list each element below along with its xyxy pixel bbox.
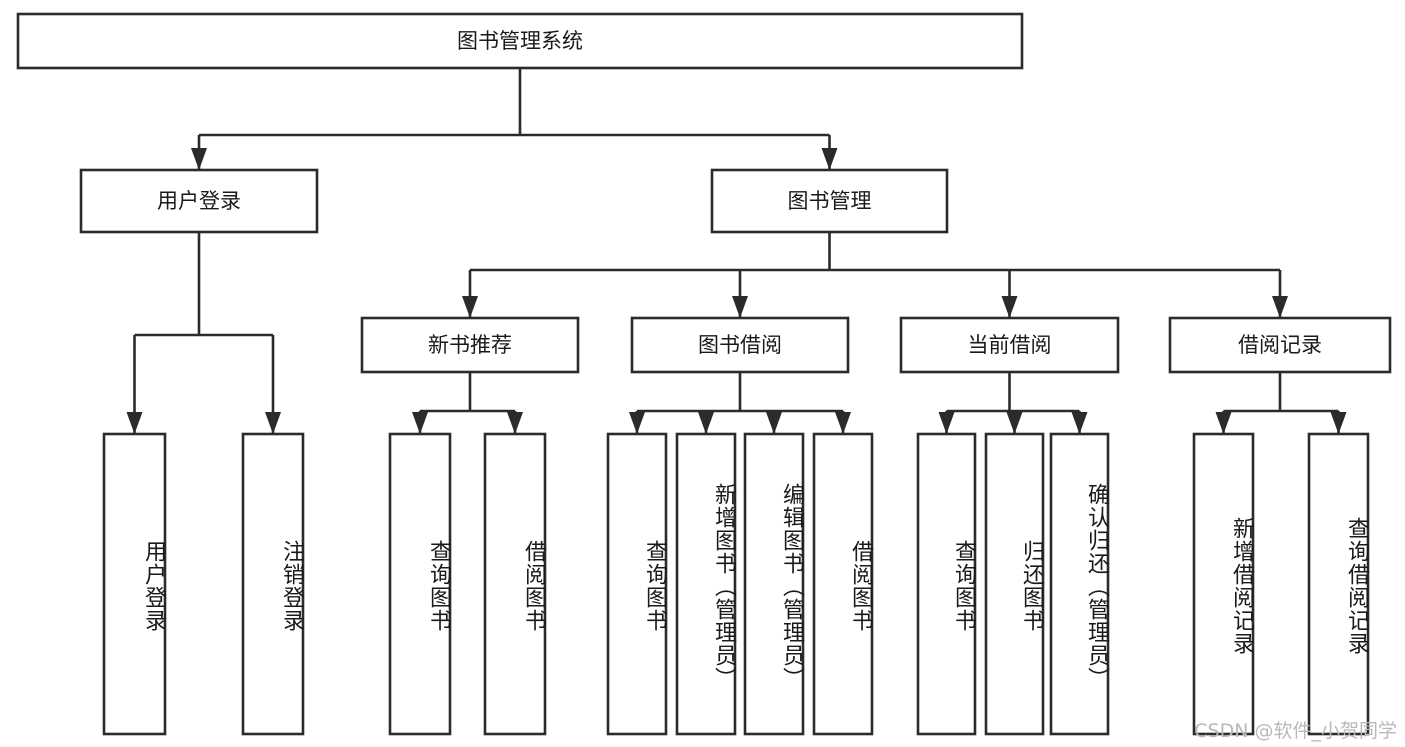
arrow-head-icon [1001, 296, 1018, 318]
node-box-user-login[interactable] [79, 168, 319, 234]
node-label-user-login: 用户登录 [157, 189, 241, 213]
arrow-head-icon [265, 412, 281, 434]
arrow-head-icon [126, 412, 143, 434]
node-box-book-borrow[interactable] [630, 316, 850, 374]
arrow-head-icon [1006, 412, 1023, 434]
node-box-book-manage[interactable] [710, 168, 949, 234]
node-label-root: 图书管理系统 [457, 29, 583, 53]
node-box-leaf-user-login[interactable] [102, 432, 167, 736]
node-label-book-borrow: 图书借阅 [698, 333, 782, 357]
node-box-leaf-add-record[interactable] [1192, 432, 1255, 736]
node-label-new-book-rec: 新书推荐 [428, 333, 512, 357]
node-label-borrow-record: 借阅记录 [1238, 333, 1322, 357]
arrow-head-icon [732, 296, 748, 318]
watermark-text: CSDN @软件_小贺同学 [1194, 720, 1397, 742]
node-label-book-manage: 图书管理 [788, 189, 872, 213]
node-box-borrow-record[interactable] [1168, 316, 1392, 374]
node-box-leaf-return-book[interactable] [984, 432, 1045, 736]
node-box-leaf-borrow-book-1[interactable] [483, 432, 547, 736]
node-box-leaf-add-book[interactable] [675, 432, 737, 736]
arrow-head-icon [1272, 296, 1288, 318]
node-box-leaf-query-book-2[interactable] [606, 432, 668, 736]
arrow-head-icon [821, 148, 838, 170]
arrow-head-icon [507, 412, 523, 434]
arrow-head-icon [629, 412, 645, 434]
node-box-leaf-user-logout[interactable] [241, 432, 305, 736]
node-box-new-book-rec[interactable] [360, 316, 580, 374]
node-box-leaf-query-book-3[interactable] [916, 432, 977, 736]
arrow-head-icon [412, 412, 428, 434]
arrow-head-icon [462, 296, 478, 318]
node-box-leaf-query-book-1[interactable] [388, 432, 452, 736]
arrow-head-icon [1330, 412, 1347, 434]
arrow-head-icon [835, 412, 851, 434]
arrow-head-icon [938, 412, 955, 434]
node-box-current-borrow[interactable] [899, 316, 1120, 374]
node-label-current-borrow: 当前借阅 [968, 333, 1052, 357]
node-box-leaf-confirm-return[interactable] [1049, 432, 1110, 736]
node-box-root[interactable] [16, 12, 1024, 70]
node-box-leaf-borrow-book-2[interactable] [812, 432, 874, 736]
arrow-head-icon [1071, 412, 1088, 434]
arrow-head-icon [698, 412, 714, 434]
arrow-head-icon [1215, 412, 1232, 434]
arrow-head-icon [191, 148, 207, 170]
arrow-head-icon [766, 412, 782, 434]
node-box-leaf-edit-book[interactable] [743, 432, 805, 736]
node-box-leaf-query-record[interactable] [1307, 432, 1370, 736]
